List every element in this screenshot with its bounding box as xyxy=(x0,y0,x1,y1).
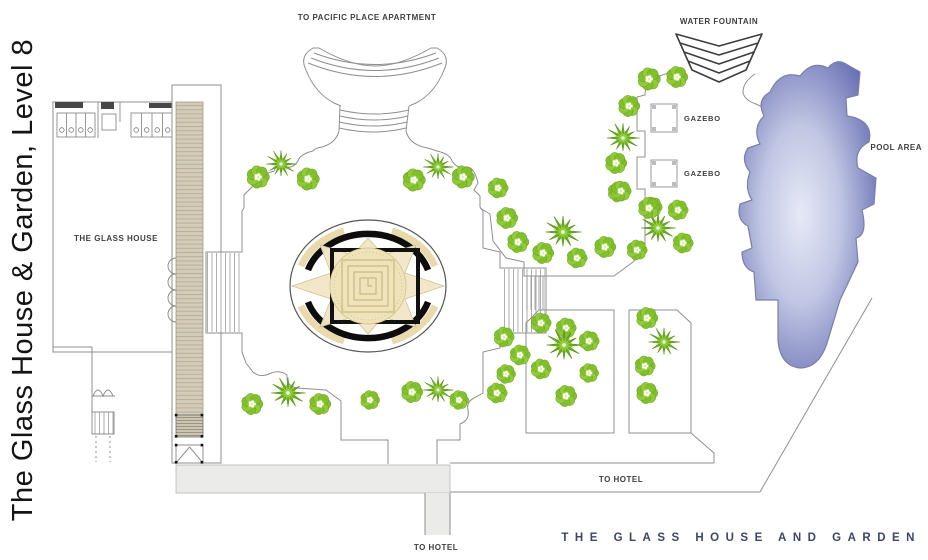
walkways xyxy=(175,297,873,535)
label-glass-house: THE GLASS HOUSE xyxy=(74,234,158,243)
plaza-stairs-west xyxy=(207,253,241,332)
central-medallion xyxy=(289,219,447,353)
label-to-hotel-south: TO HOTEL xyxy=(414,543,458,552)
label-gazebo-lower: GAZEBO xyxy=(684,169,721,178)
gazebo-lower xyxy=(650,159,678,188)
labels: TO PACIFIC PLACE APARTMENT WATER FOUNTAI… xyxy=(74,13,922,552)
footer-title: THE GLASS HOUSE AND GARDEN xyxy=(561,532,921,544)
label-to-hotel-east: TO HOTEL xyxy=(599,475,643,484)
planter-boxes xyxy=(525,309,692,434)
restrooms xyxy=(55,102,175,138)
apartment-entrance xyxy=(303,47,447,133)
corridor-scallops xyxy=(167,257,177,323)
corridor-stairs xyxy=(175,414,204,438)
label-to-pacific-place: TO PACIFIC PLACE APARTMENT xyxy=(298,13,436,22)
glass-house-building xyxy=(52,101,175,462)
pool xyxy=(738,61,877,369)
label-pool-area: POOL AREA xyxy=(870,143,922,152)
label-water-fountain: WATER FOUNTAIN xyxy=(680,17,758,26)
label-gazebo-upper: GAZEBO xyxy=(684,114,721,123)
gazebo-upper xyxy=(650,103,678,133)
greek-key xyxy=(341,259,395,313)
water-fountain xyxy=(675,33,763,83)
plants-layer xyxy=(241,65,694,416)
